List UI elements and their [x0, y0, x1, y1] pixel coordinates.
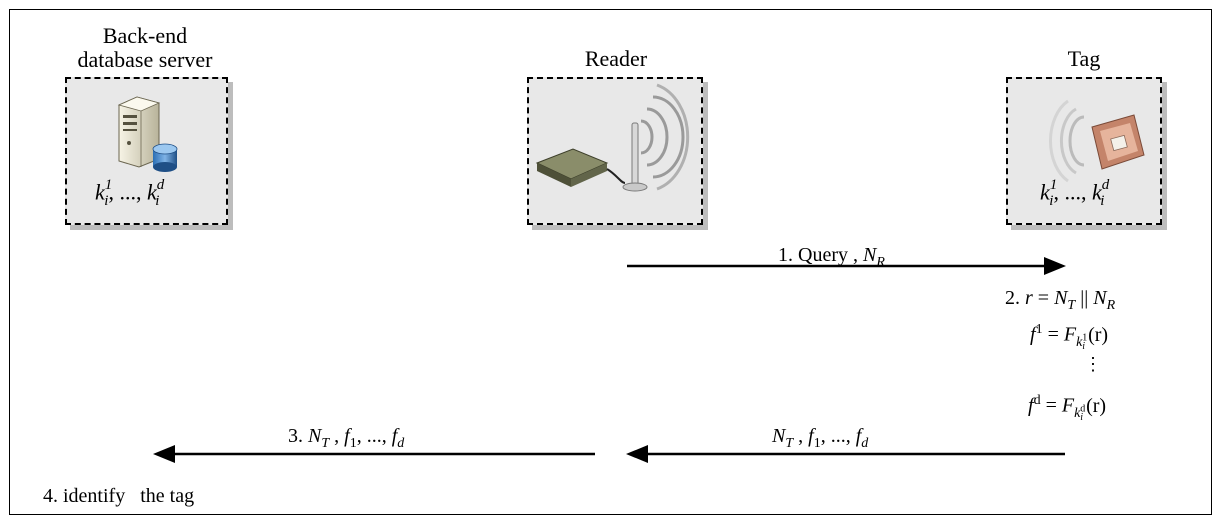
- tag-keys: k1i, ..., kdi: [1040, 177, 1110, 209]
- tag-computation-line1: 2. r = NT || NR: [1005, 287, 1116, 313]
- server-title: Back-end database server: [40, 24, 250, 72]
- server-title-line1: Back-end: [102, 23, 188, 48]
- tag-box: k1i, ..., kdi: [1006, 77, 1162, 225]
- message-2-label: NT , f1, ..., fd: [772, 425, 869, 451]
- server-title-line2: database server: [77, 47, 213, 72]
- tag-computation-line2: f1 = Fk1i(r): [1030, 322, 1109, 353]
- step-4-label: 4. identify the tag: [43, 485, 195, 507]
- server-box: k1i, ..., kdi: [65, 77, 228, 225]
- reader-title: Reader: [584, 46, 648, 71]
- tag-computation-line3: fd = Fkdi(r): [1028, 393, 1107, 424]
- diagram-frame: [9, 9, 1212, 515]
- tag-title: Tag: [1067, 46, 1101, 71]
- database-server-icon: [117, 96, 178, 172]
- message-3-label: 3. NT , f1, ..., fd: [288, 425, 405, 451]
- rfid-tag-icon: [1049, 99, 1145, 183]
- message-1-label: 1. Query , NR: [778, 244, 885, 270]
- server-keys: k1i, ..., kdi: [95, 177, 165, 209]
- rfid-reader-icon: [535, 83, 690, 192]
- reader-box: [527, 77, 703, 225]
- tag-computation-vdots: ⋮: [1084, 354, 1102, 374]
